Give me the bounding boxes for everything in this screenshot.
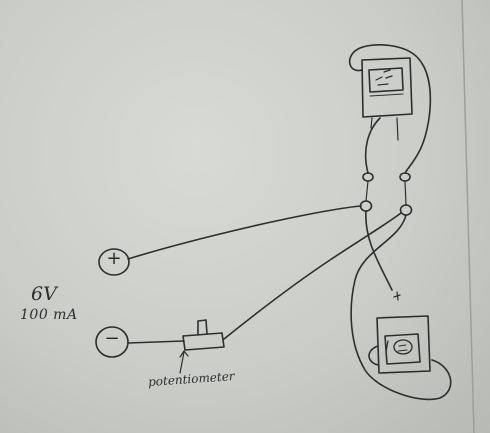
negative-symbol: − xyxy=(104,328,120,349)
current-label: 100 mA xyxy=(20,307,78,323)
pot-label-arrow xyxy=(179,350,189,374)
voltage-label: 6V xyxy=(31,283,57,305)
wire-bottom-motor-tab xyxy=(368,345,379,366)
potentiometer-icon xyxy=(182,319,225,351)
positive-terminal-icon xyxy=(98,248,130,276)
terminal-block-icon xyxy=(359,172,413,216)
positive-symbol: + xyxy=(106,248,122,269)
wire-top-motor-loop xyxy=(348,44,432,174)
motor-icon xyxy=(361,57,413,141)
wire-pot-to-terminal xyxy=(223,212,402,340)
motor-icon xyxy=(376,291,431,374)
wire-terminal-to-bottom-motor xyxy=(350,210,452,401)
wire-positive xyxy=(127,205,362,260)
negative-terminal-icon xyxy=(95,326,129,358)
wire-negative-to-pot xyxy=(127,340,185,344)
paper-edge xyxy=(461,0,475,433)
